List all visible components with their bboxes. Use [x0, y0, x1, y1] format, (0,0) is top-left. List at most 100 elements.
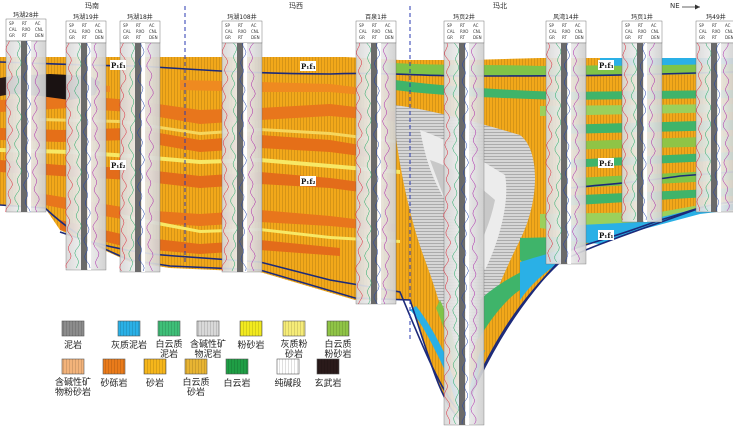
track-separator: [644, 43, 647, 222]
log-curve-label: SP: [69, 23, 75, 28]
log-curve-label: CNL: [575, 29, 584, 34]
log-curve-label: RT: [136, 23, 141, 28]
log-curve: [461, 42, 469, 424]
log-curve-label: CNL: [149, 29, 158, 34]
log-curve-label: RT: [238, 23, 243, 28]
strat-label: P₁f₃: [599, 61, 613, 70]
log-curve-label: DEN: [575, 35, 584, 40]
legend-item: 泥岩: [61, 320, 85, 351]
legend-label: 砂岩: [146, 377, 164, 389]
legend-label: 含碱性矿物粉砂岩: [55, 376, 91, 398]
log-curve-label: RXO: [136, 29, 144, 34]
log-curve: [32, 40, 40, 213]
log-curve: [239, 42, 247, 272]
legend-item: 纯碱段: [274, 358, 302, 389]
log-curve: [382, 42, 390, 305]
legend-item: 白云质粉砂岩: [324, 320, 352, 360]
legend-label: 砂砾岩: [100, 377, 127, 389]
log-curve: [722, 42, 730, 212]
legend-item: 粉砂岩: [237, 320, 265, 351]
log-curve: [639, 42, 647, 221]
log-curve-label: GR: [699, 35, 705, 40]
legend-swatch-texture: [327, 321, 349, 336]
log-curve-label: CAL: [625, 29, 634, 34]
track-separator: [378, 43, 381, 304]
log-curve: [452, 42, 460, 425]
log-curve-label: CAL: [225, 29, 234, 34]
well-name: 玛湖19井: [73, 13, 99, 21]
log-curve-label: RXO: [460, 29, 468, 34]
log-curve: [545, 42, 553, 263]
legend-label: 白云质粉砂岩: [324, 338, 351, 360]
log-curve-label: GR: [625, 35, 631, 40]
legend-swatch-texture: [240, 321, 262, 336]
legend-label: 玄武岩: [314, 377, 341, 389]
legend-label: 纯碱段: [274, 377, 301, 389]
log-curve: [355, 42, 363, 305]
log-curve: [137, 42, 145, 272]
log-curve-label: SP: [447, 23, 453, 28]
log-curve-label: RT: [22, 33, 27, 38]
lithology-column: [21, 41, 27, 212]
log-curve-label: DEN: [149, 35, 158, 40]
log-curve-label: AC: [575, 23, 581, 28]
log-curve: [230, 42, 238, 272]
legend-swatch-texture: [277, 359, 299, 374]
legend-item: 灰质粉砂岩: [280, 320, 308, 360]
log-curve-label: RXO: [372, 29, 380, 34]
log-curve-label: AC: [251, 23, 257, 28]
log-curve: [630, 42, 638, 221]
track-separator: [28, 41, 31, 212]
legend-label: 含碱性矿物泥岩: [190, 338, 226, 360]
log-curve-label: RT: [712, 23, 717, 28]
log-curve-label: RT: [638, 35, 643, 40]
log-curve-label: AC: [149, 23, 155, 28]
lithology-column: [237, 43, 243, 272]
lithology-column: [81, 43, 87, 270]
strat-label: P₁f₃: [301, 62, 315, 71]
legend-swatch-texture: [62, 359, 84, 374]
log-curve-label: CNL: [385, 29, 394, 34]
log-curve: [128, 42, 136, 272]
legend-item: 砂岩: [143, 358, 167, 389]
log-curve-label: CNL: [35, 27, 44, 32]
log-curve-label: DEN: [725, 35, 733, 40]
log-curve-label: RXO: [638, 29, 646, 34]
log-curve: [621, 42, 629, 221]
well-name: 玛页2井: [453, 13, 475, 21]
log-curve-label: CAL: [69, 29, 78, 34]
lithology-column: [371, 43, 377, 304]
area-label: 玛南: [85, 1, 99, 10]
direction-label: NE: [670, 2, 680, 10]
log-curve-label: DEN: [95, 35, 104, 40]
log-curve-label: AC: [385, 23, 391, 28]
log-curve-label: DEN: [473, 35, 482, 40]
log-curve-label: SP: [699, 23, 705, 28]
area-label: 玛西: [289, 2, 303, 10]
legend-label: 白云质砂岩: [182, 376, 209, 398]
log-curve-label: GR: [69, 35, 75, 40]
well-name: 玛页1井: [631, 13, 653, 21]
log-curve: [713, 42, 721, 212]
log-curve-label: AC: [473, 23, 479, 28]
legend-label: 泥岩: [64, 339, 82, 351]
lithology-column: [561, 43, 567, 264]
log-curve-label: RT: [638, 23, 643, 28]
log-curve-label: RT: [22, 21, 27, 26]
log-curve-label: RT: [136, 35, 141, 40]
log-curve-label: RT: [562, 35, 567, 40]
log-curve-label: RT: [82, 23, 87, 28]
log-curve: [5, 40, 13, 213]
log-curve-label: CAL: [447, 29, 456, 34]
log-curve-label: SP: [359, 23, 365, 28]
log-curve: [443, 42, 451, 425]
log-curve-label: GR: [225, 35, 231, 40]
log-curve-label: AC: [651, 23, 657, 28]
log-curve-label: DEN: [35, 33, 44, 38]
log-curve-label: CAL: [359, 29, 368, 34]
